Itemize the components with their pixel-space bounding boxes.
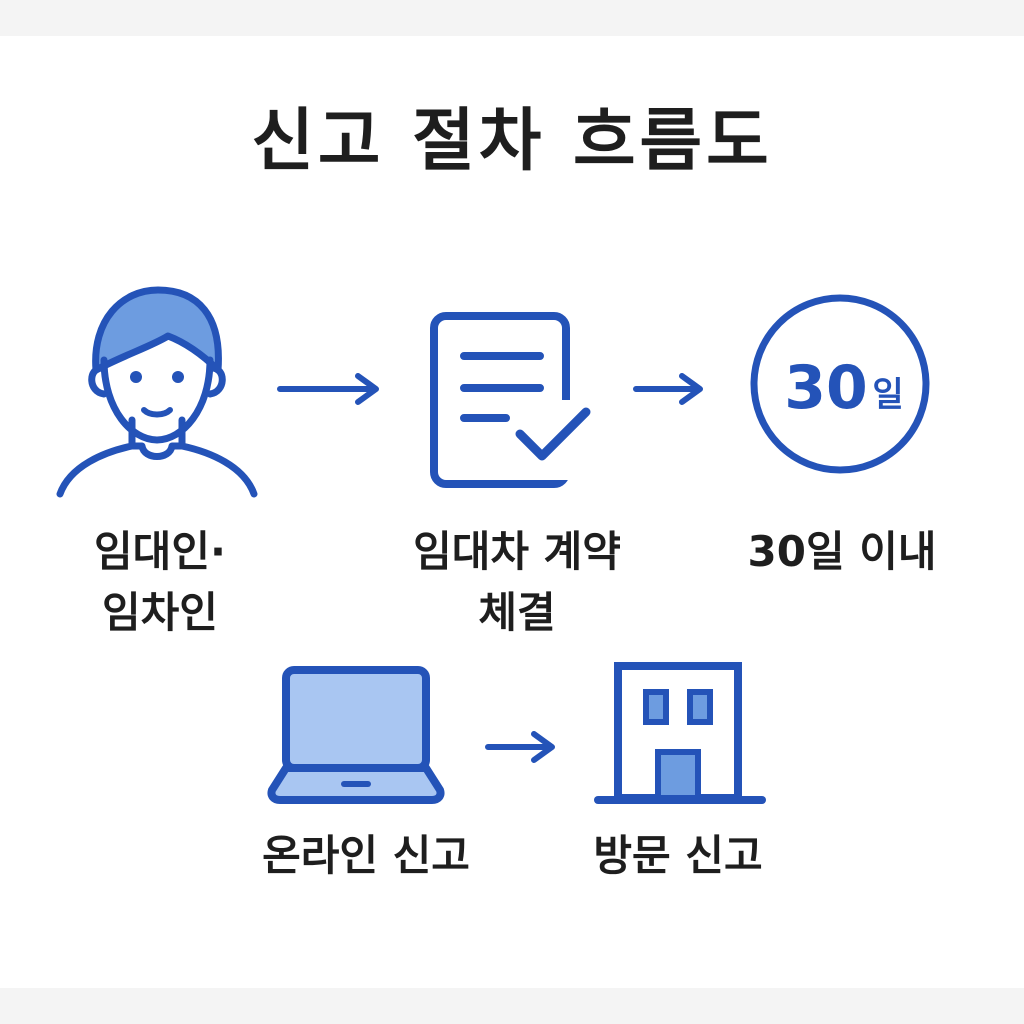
step-label-parties: 임대인· 임차인 (40, 522, 280, 644)
arrow-right-icon (484, 730, 558, 764)
deadline-number: 30 (784, 353, 868, 423)
step-label-deadline: 30일 이내 (716, 522, 968, 583)
diagram-title: 신고 절차 흐름도 (251, 102, 773, 181)
step-label-line: 30일 이내 (747, 527, 937, 576)
step-label-line: 임대차 계약 (413, 527, 621, 576)
deadline-circle-icon: 30 일 (748, 292, 932, 476)
deadline-unit: 일 (872, 375, 903, 415)
arrow-right-icon (632, 372, 706, 406)
method-label-visit: 방문 신고 (548, 826, 808, 887)
arrow-right-icon (276, 372, 382, 406)
method-label-online: 온라인 신고 (226, 826, 506, 887)
building-icon (594, 660, 766, 808)
step-label-line: 임대인· (94, 527, 226, 576)
diagram-canvas (0, 36, 1024, 988)
laptop-icon (266, 664, 446, 806)
step-label-line: 임차인 (102, 587, 218, 637)
method-label-text: 온라인 신고 (262, 831, 470, 880)
document-check-icon (426, 308, 596, 492)
step-label-line: 체결 (478, 587, 556, 637)
method-label-text: 방문 신고 (593, 831, 763, 880)
step-label-contract: 임대차 계약 체결 (384, 522, 650, 644)
person-icon (52, 280, 262, 500)
